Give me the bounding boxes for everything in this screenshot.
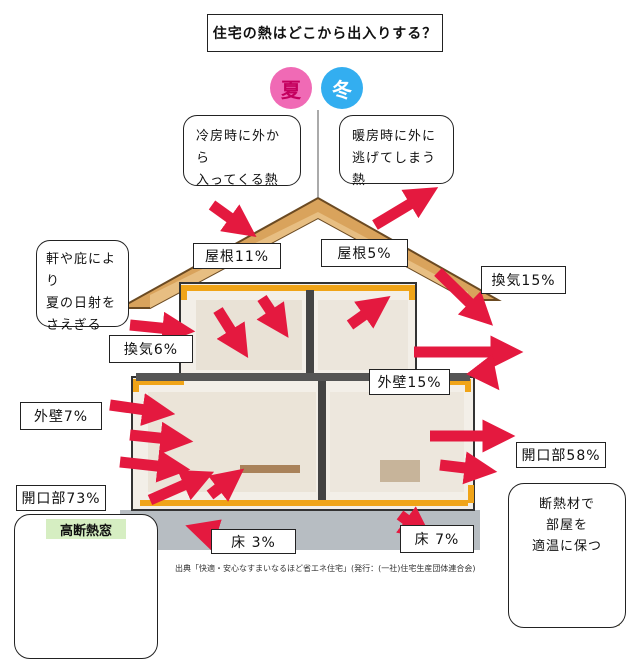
table: [240, 465, 300, 473]
summer-openings-label: 開口部73%: [16, 485, 106, 511]
page-title: 住宅の熱はどこから出入りする？: [207, 14, 443, 52]
winter-badge: 冬: [321, 67, 363, 109]
insulation-caption-line: 断熱材で: [538, 497, 595, 512]
winter-ventilation-label: 換気15%: [481, 266, 566, 294]
winter-note-line: 逃げてしまう熱: [352, 151, 437, 188]
summer-roof-label: 屋根11%: [193, 243, 281, 269]
sofa: [380, 460, 420, 482]
insulation-caption-line: 適温に保つ: [531, 539, 602, 554]
winter-floor-label: 床 7%: [400, 525, 474, 553]
winter-wall-label: 外壁15%: [369, 369, 450, 395]
insulation-card: 断熱材で 部屋を 適温に保つ: [508, 483, 626, 628]
eaves-note-line: 夏の日射を: [46, 296, 117, 311]
insulation-caption-line: 部屋を: [545, 518, 588, 533]
summer-note-line: 入ってくる熱: [196, 173, 279, 188]
summer-floor-label: 床 3%: [211, 529, 296, 554]
winter-openings-label: 開口部58%: [516, 442, 606, 468]
source-credit: 出典「快適・安心なすまいなるほど省エネ住宅」(発行：(一社)住宅生産団体連合会): [175, 564, 476, 573]
summer-note: 冷房時に外から 入ってくる熱: [183, 115, 301, 188]
eaves-note: 軒や庇により 夏の日射を さえぎる: [36, 240, 129, 333]
room-upper-left: [196, 300, 302, 370]
eaves-note-line: 軒や庇により: [46, 252, 117, 289]
winter-heat-arrows: [346, 187, 524, 540]
high-insulation-window-card: 高断熱窓: [14, 514, 158, 659]
summer-note-line: 冷房時に外から: [196, 129, 281, 166]
eaves-note-line: さえぎる: [46, 318, 102, 333]
summer-badge: 夏: [270, 67, 312, 109]
winter-note-line: 暖房時に外に: [352, 129, 437, 144]
winter-note: 暖房時に外に 逃げてしまう熱: [339, 115, 454, 188]
summer-wall-label: 外壁7%: [20, 402, 102, 430]
winter-roof-label: 屋根5%: [321, 239, 408, 267]
insulation-card-caption: 断熱材で 部屋を 適温に保つ: [509, 494, 625, 557]
summer-ventilation-label: 換気6%: [109, 335, 193, 363]
window-card-caption: 高断熱窓: [46, 519, 126, 539]
